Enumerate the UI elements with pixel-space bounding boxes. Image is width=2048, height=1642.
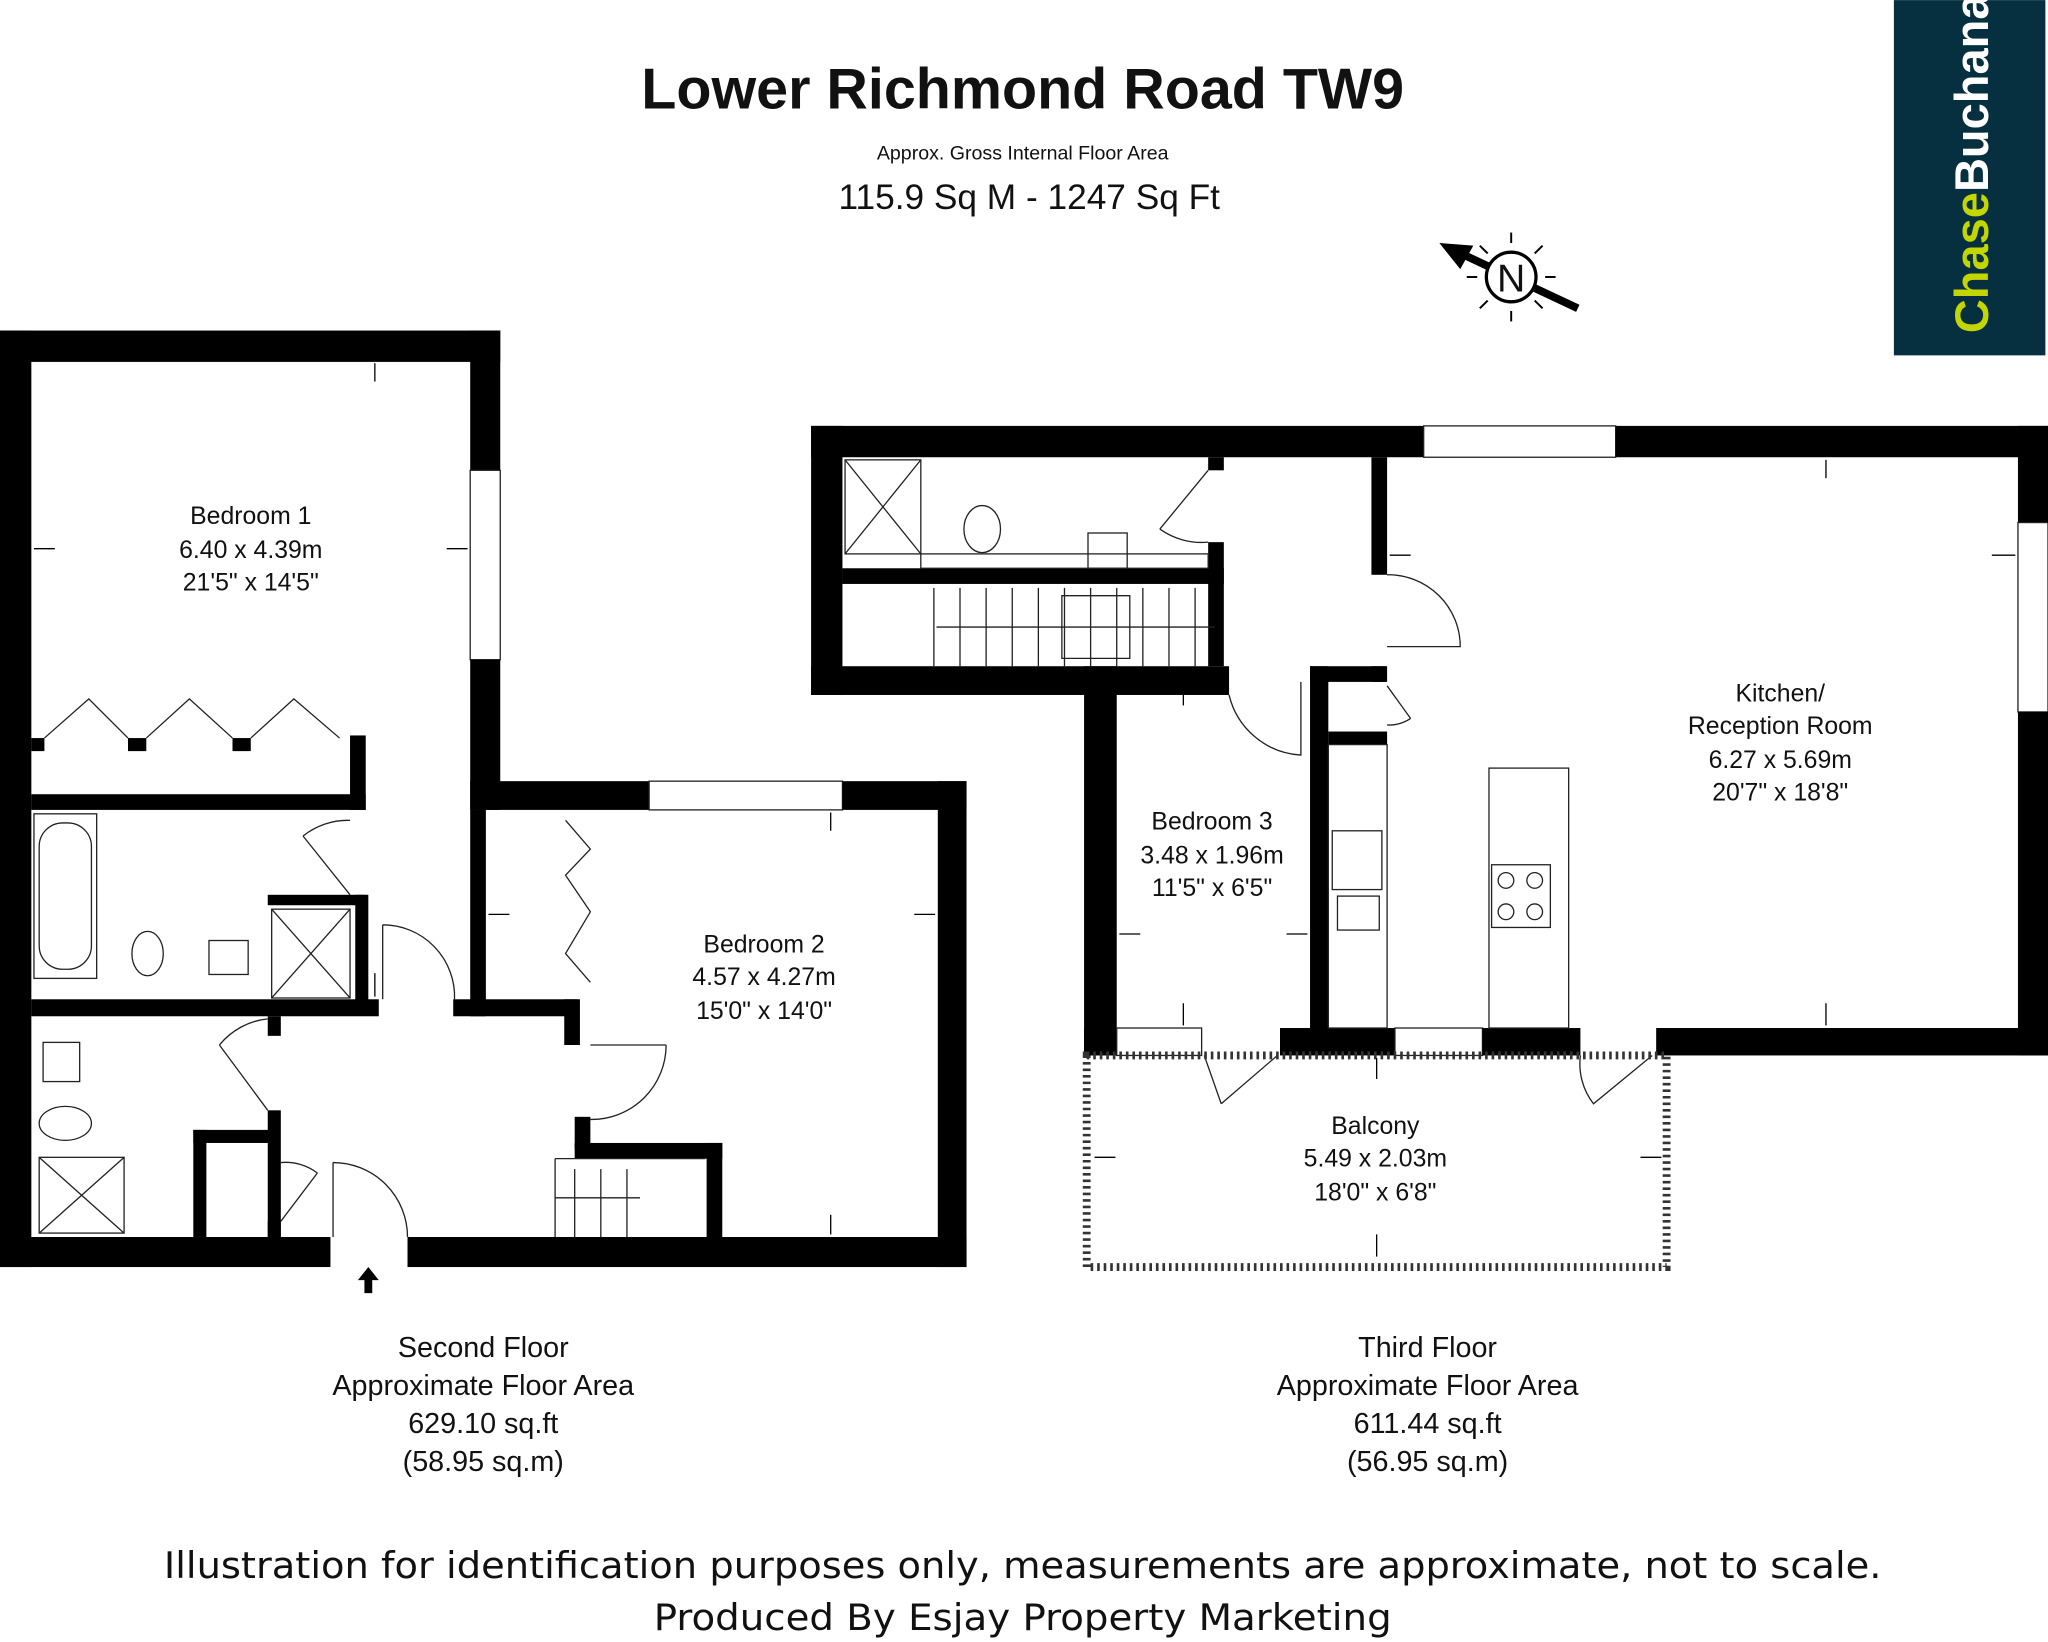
third-floor-sqft: 611.44 sq.ft — [1354, 1408, 1502, 1440]
second-floor-sqft: 629.10 sq.ft — [408, 1408, 558, 1440]
second-floor-label: Approximate Floor Area — [332, 1370, 634, 1402]
room-name-bedroom2: Bedroom 2 — [703, 931, 824, 958]
north-compass-icon: N — [1439, 232, 1580, 322]
page-title: Lower Richmond Road TW9 — [641, 58, 1404, 122]
room-metric-bedroom3: 3.48 x 1.96m — [1140, 842, 1283, 869]
producer-credit: Produced By Esjay Property Marketing — [654, 1596, 1392, 1639]
room-imperial-bedroom3: 11'5" x 6'5" — [1152, 875, 1272, 902]
second-floor-plan — [0, 330, 967, 1294]
second-floor-name: Second Floor — [398, 1332, 569, 1364]
total-area: 115.9 Sq M - 1247 Sq Ft — [839, 178, 1221, 217]
room-metric-kitchen: 6.27 x 5.69m — [1709, 747, 1852, 774]
room-metric-bedroom1: 6.40 x 4.39m — [179, 537, 322, 564]
svg-text:ChaseBuchanan: ChaseBuchanan — [1945, 0, 1998, 333]
room-metric-balcony: 5.49 x 2.03m — [1304, 1145, 1447, 1172]
second-floor-sqm: (58.95 sq.m) — [403, 1446, 564, 1478]
room-name-bedroom1: Bedroom 1 — [190, 503, 311, 530]
room-name-bedroom3: Bedroom 3 — [1151, 808, 1272, 835]
third-floor-label: Approximate Floor Area — [1277, 1370, 1579, 1402]
room-imperial-bedroom1: 21'5" x 14'5" — [183, 569, 319, 596]
subtitle: Approx. Gross Internal Floor Area — [877, 142, 1169, 164]
room-imperial-balcony: 18'0" x 6'8" — [1314, 1179, 1436, 1206]
room-imperial-kitchen: 20'7" x 18'8" — [1712, 780, 1848, 807]
third-floor-sqm: (56.95 sq.m) — [1347, 1446, 1508, 1478]
room-name-balcony: Balcony — [1331, 1113, 1420, 1140]
disclaimer: Illustration for identification purposes… — [164, 1544, 1882, 1587]
entrance-arrow-icon — [357, 1267, 379, 1294]
chase-buchanan-logo: ChaseBuchanan — [1893, 0, 2046, 356]
third-floor-name: Third Floor — [1358, 1332, 1497, 1364]
third-floor-plan — [811, 425, 2048, 1271]
room-name-kitchen-2: Reception Room — [1688, 713, 1873, 740]
room-imperial-bedroom2: 15'0" x 14'0" — [696, 998, 832, 1025]
svg-text:N: N — [1497, 257, 1525, 300]
room-name-kitchen: Kitchen/ — [1735, 680, 1825, 707]
room-metric-bedroom2: 4.57 x 4.27m — [692, 964, 835, 991]
